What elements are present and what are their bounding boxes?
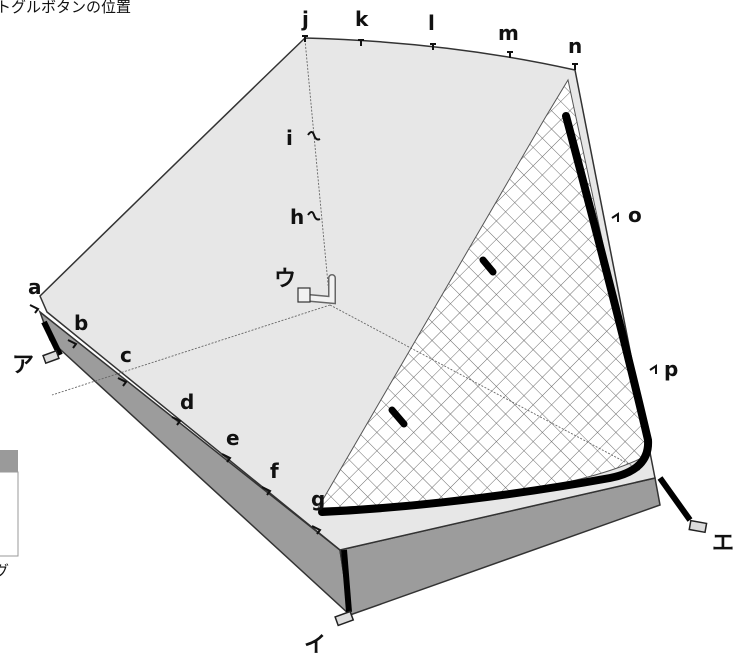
toggle-label-c: c	[120, 343, 132, 367]
toggle-labels: a b c d e f g h i j k l m n o p	[28, 7, 678, 511]
corner-label-a: ア	[12, 353, 34, 378]
corner-label-e: エ	[712, 531, 734, 556]
toggle-label-g: g	[311, 487, 325, 511]
toggle-label-p: p	[664, 357, 678, 381]
corner-label-u: ウ	[274, 267, 296, 292]
center-hub-icon	[297, 274, 336, 305]
toggle-label-i: i	[286, 126, 293, 150]
toggle-label-n: n	[568, 34, 582, 58]
toggle-label-m: m	[498, 21, 519, 45]
toggle-label-e: e	[226, 426, 240, 450]
zipper-pull-icon	[388, 256, 497, 428]
toggle-label-a: a	[28, 275, 42, 299]
toggle-label-o: o	[628, 203, 642, 227]
toggle-label-d: d	[180, 390, 194, 414]
toggle-label-b: b	[74, 311, 88, 335]
legend-box	[0, 450, 19, 557]
toggle-label-f: f	[270, 459, 279, 483]
legend-header	[0, 450, 18, 472]
corner-label-i: イ	[304, 633, 326, 657]
corner-anchor-icon	[42, 349, 708, 627]
zipper-lines	[318, 112, 653, 516]
toggle-label-k: k	[355, 7, 369, 31]
legend-body	[0, 471, 19, 557]
partial-caption: グ	[0, 562, 9, 580]
toggle-label-h: h	[290, 205, 304, 229]
corner-posts	[41, 320, 693, 613]
corner-labels: ア イ ウ エ	[12, 267, 734, 657]
diagram-title: トグルボタンの位置	[0, 0, 131, 16]
toggle-label-j: j	[301, 7, 309, 31]
seam-lines	[51, 39, 641, 471]
toggle-label-l: l	[428, 11, 435, 35]
toggle-icon	[29, 35, 657, 535]
